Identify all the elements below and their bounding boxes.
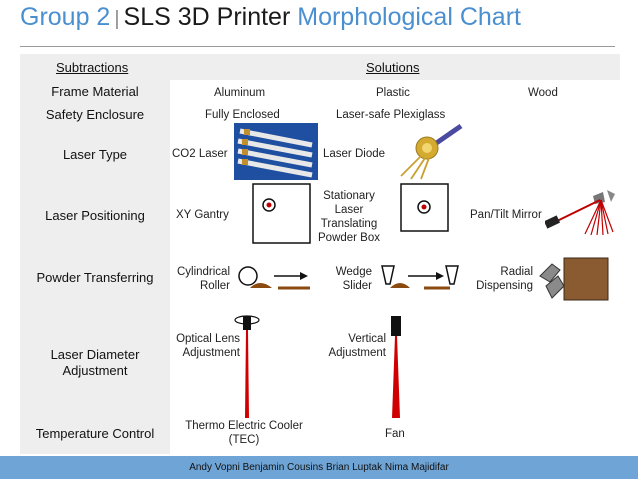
- title-divider: [20, 46, 615, 47]
- co2-laser-tubes-image: [234, 123, 318, 180]
- laser-diode-image: [400, 123, 463, 180]
- group-label: Group 2: [20, 3, 111, 31]
- row-label-enclosure: Safety Enclosure: [45, 107, 145, 122]
- frame-wood: Wood: [528, 87, 558, 99]
- row-label-diameter: Laser Diameter Adjustment: [50, 347, 140, 378]
- frame-plastic: Plastic: [376, 87, 410, 99]
- subtractions-header: Subtractions: [56, 60, 129, 75]
- laser-diode: Laser Diode: [323, 148, 386, 160]
- row-label-frame: Frame Material: [51, 84, 139, 99]
- enclosure-plexiglass: Laser-safe Plexiglass: [336, 109, 446, 121]
- temperature-tec: Thermo Electric Cooler (TEC): [185, 420, 303, 446]
- row-label-temperature: Temperature Control: [35, 426, 155, 441]
- page-title: Group 2|SLS 3D Printer Morphological Cha…: [20, 2, 620, 52]
- title-accent: Morphological Chart: [297, 3, 521, 31]
- positioning-xy-gantry: XY Gantry: [176, 209, 229, 221]
- positioning-stationary-laser: Stationary Laser Translating Powder Box: [318, 190, 381, 244]
- pan-tilt-mirror-diagram: [545, 190, 615, 236]
- optical-lens-diagram: [234, 315, 260, 418]
- powder-box-diagram: [400, 183, 449, 232]
- title-separator: |: [114, 8, 120, 30]
- vertical-adjustment-diagram: [391, 316, 401, 418]
- diameter-optical-lens: Optical Lens Adjustment: [176, 333, 240, 359]
- subtractions-column: [20, 54, 170, 454]
- solutions-header-strip: [170, 54, 620, 80]
- title-main: SLS 3D Printer: [123, 3, 291, 31]
- enclosure-fully-enclosed: Fully Enclosed: [205, 109, 280, 121]
- author-footer: Andy Vopni Benjamin Cousins Brian Luptak…: [0, 456, 638, 479]
- roller-diagram: [238, 266, 310, 290]
- laser-co2: CO2 Laser: [172, 148, 228, 160]
- positioning-pan-tilt-mirror: Pan/Tilt Mirror: [470, 209, 542, 221]
- frame-aluminum: Aluminum: [214, 87, 266, 99]
- powder-radial-dispensing: Radial Dispensing: [476, 266, 533, 292]
- temperature-fan: Fan: [385, 428, 405, 440]
- diameter-vertical: Vertical Adjustment: [328, 333, 386, 359]
- solutions-header: Solutions: [366, 60, 420, 75]
- xy-gantry-diagram: [252, 183, 311, 244]
- row-label-powder: Powder Transferring: [36, 270, 154, 285]
- wedge-slider-diagram: [381, 265, 459, 290]
- row-label-laser-type: Laser Type: [62, 147, 128, 162]
- row-label-positioning: Laser Positioning: [45, 208, 145, 223]
- powder-cylindrical-roller: Cylindrical Roller: [176, 266, 230, 292]
- radial-dispensing-diagram: [539, 257, 609, 301]
- powder-wedge-slider: Wedge Slider: [335, 266, 372, 292]
